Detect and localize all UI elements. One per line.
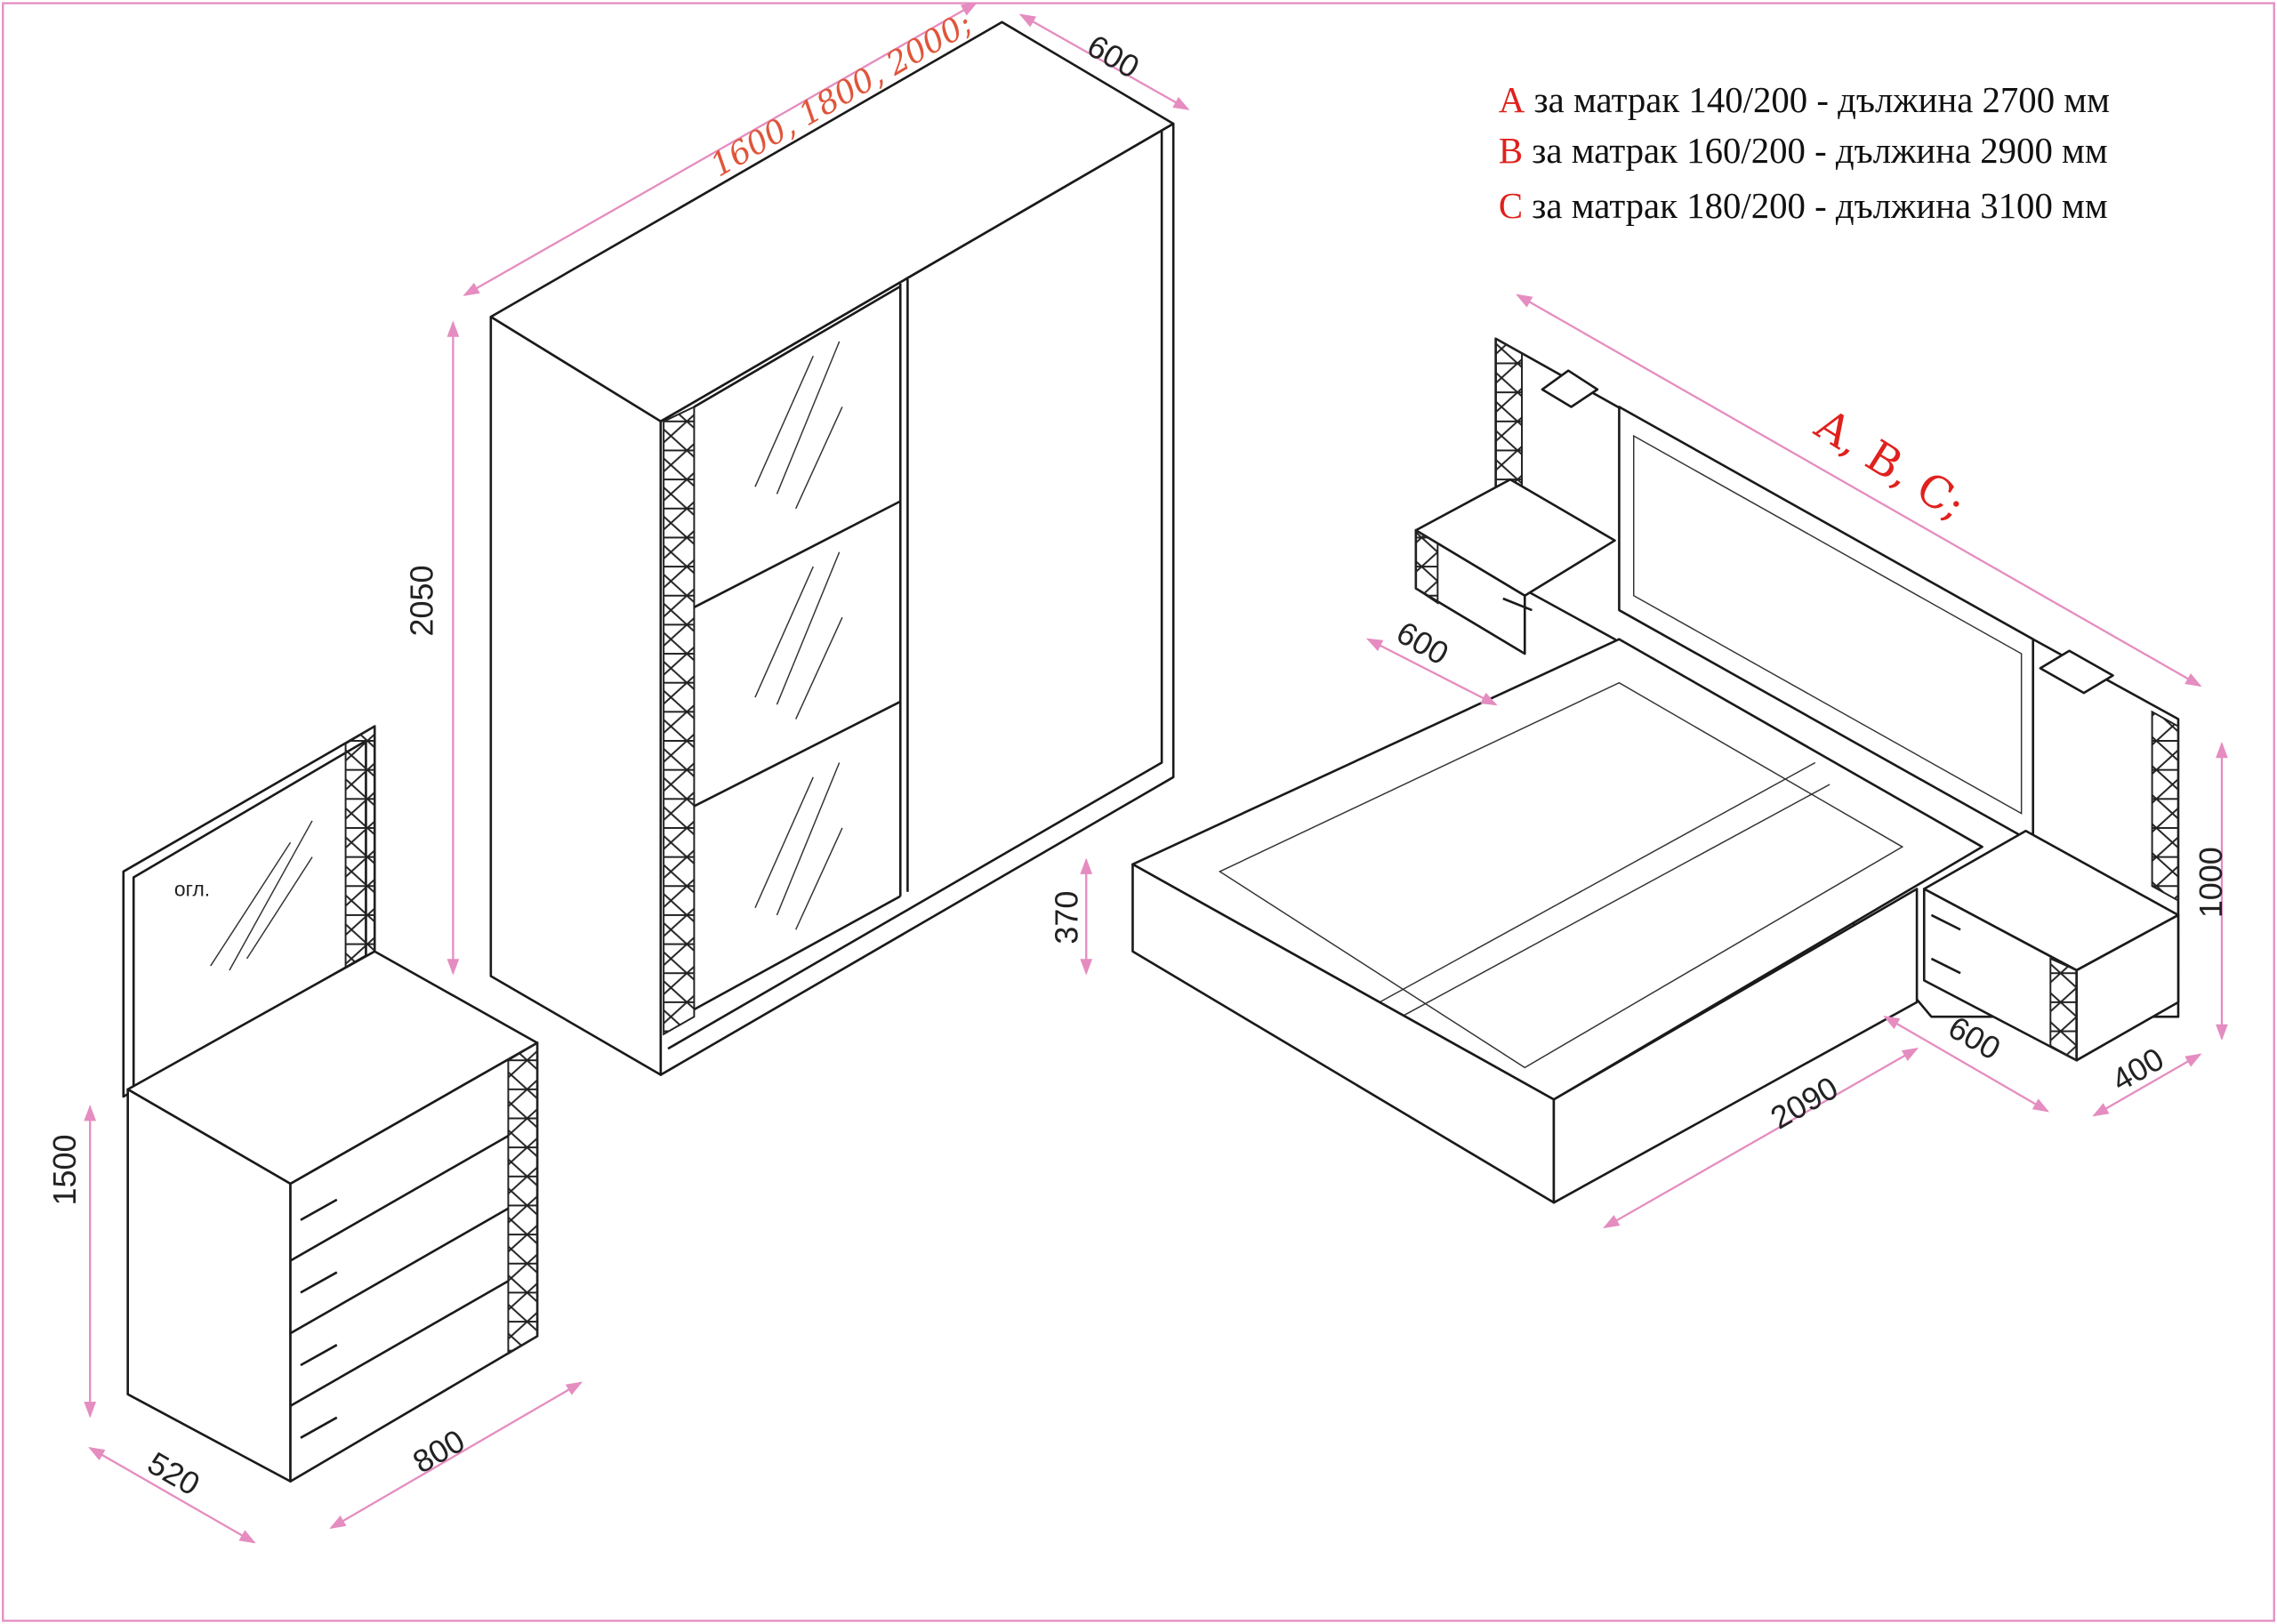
mirror-hatch-icon [210,820,313,971]
legend-item-b: B за матрак 160/200 - дължина 2900 мм [1499,131,2108,171]
bed-set: A, B, C; 600 370 1000 2090 600 400 [1048,293,2229,1229]
nightstand-left-depth-label: 600 [1390,614,1454,671]
nightstand-right-depth-label: 400 [2105,1041,2169,1098]
dresser-width-label: 800 [406,1422,471,1480]
dresser-height-label: 1500 [46,1135,83,1206]
wardrobe-side [489,315,663,1076]
legend: A за матрак 140/200 - дължина 2700 мм B … [1499,80,2110,226]
dresser-depth-label: 520 [141,1444,205,1502]
legend-item-a: A за матрак 140/200 - дължина 2700 мм [1499,80,2110,120]
mirror-hatch-icon [754,341,843,930]
decor-strip [663,405,696,1036]
dresser: огл. 1500 520 800 [46,724,583,1544]
wardrobe-height-label: 2050 [404,566,440,637]
legend-item-c: C за матрак 180/200 - дължина 3100 мм [1499,186,2108,226]
wardrobe-front [659,122,1175,1076]
headboard-height-label: 1000 [2193,847,2229,918]
mirror-label: огл. [174,878,210,901]
bed-height-label: 370 [1048,891,1084,945]
bed-length-label: A, B, C; [1806,398,1975,530]
